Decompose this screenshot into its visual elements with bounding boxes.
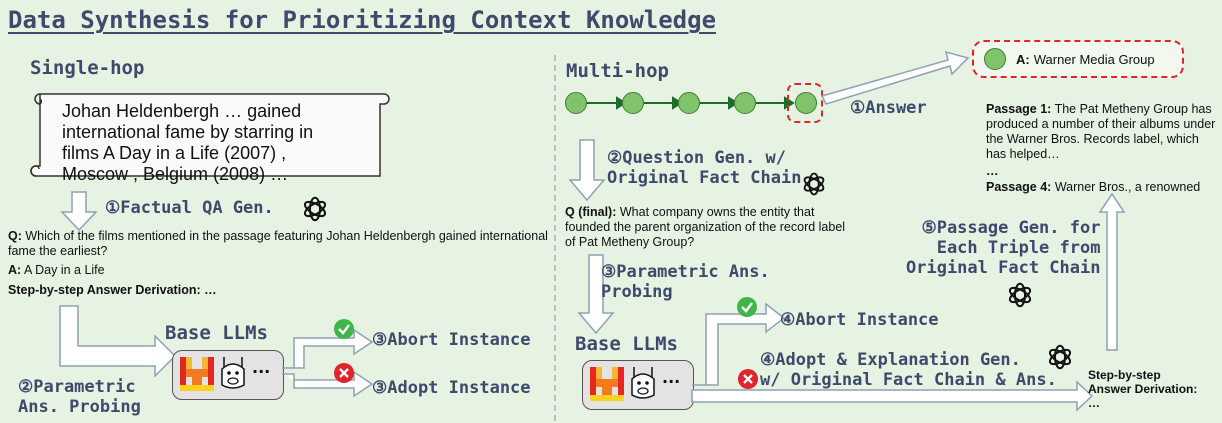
passage-4: Passage 4: Warner Bros., a renowned — [986, 180, 1222, 195]
parametric-ans-line2: Probing — [601, 282, 673, 302]
passage-gen-line3: Original Fact Chain — [906, 258, 1101, 278]
single-hop-adopt: ③Adopt Instance — [372, 378, 531, 398]
multi-hop-abort: ④Abort Instance — [780, 310, 939, 330]
answer-node — [984, 48, 1006, 70]
parametric-ans-probing-step: ③Parametric Ans. Probing — [601, 262, 770, 302]
final-question-text: What company owns the entity that founde… — [565, 205, 846, 249]
more-models-ellipsis: ··· — [252, 362, 271, 381]
passage-gen-line1: ⑤Passage Gen. for — [921, 218, 1101, 238]
multi-hop-derivation: Step-by-step Answer Derivation: … — [1088, 368, 1198, 410]
single-hop-abort: ③Abort Instance — [372, 330, 531, 350]
multi-hop-answer-box: A: Warner Media Group — [972, 40, 1184, 78]
single-hop-heading: Single-hop — [30, 57, 145, 79]
answer-label: A: — [8, 263, 22, 277]
fact-chain-links — [585, 96, 795, 110]
cross-icon — [334, 363, 354, 383]
page-title: Data Synthesis for Prioritizing Context … — [8, 6, 717, 34]
cross-icon — [738, 369, 758, 389]
adopt-explanation-step: ④Adopt & Explanation Gen. w/ Original Fa… — [760, 350, 1057, 390]
question-text: Which of the films mentioned in the pass… — [8, 229, 548, 258]
check-icon — [737, 297, 757, 317]
openai-logo-icon — [803, 172, 825, 196]
branch-arrow-icon — [282, 328, 374, 398]
single-hop-passage: Johan Heldenbergh … gained international… — [62, 101, 314, 184]
factual-qa-gen-step: ①Factual QA Gen. — [105, 198, 274, 218]
down-arrow-icon — [568, 139, 606, 202]
llama-icon — [221, 357, 245, 389]
check-icon — [334, 319, 354, 339]
parametric-probing-line1: ②Parametric — [18, 377, 136, 397]
down-arrow-icon — [60, 191, 98, 232]
parametric-ans-line1: ③Parametric Ans. — [601, 262, 770, 282]
chain-node — [622, 92, 644, 114]
passage-gen-line2: Each Triple from — [936, 238, 1101, 258]
single-hop-base-llms: Base LLMs — [165, 322, 268, 344]
openai-logo-icon — [303, 196, 327, 222]
chain-node — [734, 92, 756, 114]
multi-hop-heading: Multi-hop — [566, 60, 669, 82]
question-block: Q: Which of the films mentioned in the p… — [8, 229, 548, 259]
chain-node — [565, 92, 587, 114]
passage-gen-step: ⑤Passage Gen. for Each Triple from Origi… — [906, 218, 1100, 278]
down-arrow-icon — [577, 254, 615, 335]
openai-logo-icon — [1008, 282, 1032, 308]
answer-line: A: A Day in a Life — [8, 263, 105, 278]
adopt-explanation-line2: w/ Original Fact Chain & Ans. — [760, 370, 1057, 390]
model-logo-icon — [590, 367, 624, 401]
parametric-probing-line2: Ans. Probing — [18, 397, 141, 417]
chain-node-final — [795, 92, 817, 114]
answer-arrow-icon — [820, 50, 970, 105]
bent-arrow-icon — [59, 305, 177, 378]
final-question-label: Q (final): — [565, 205, 617, 219]
multi-hop-base-llms: Base LLMs — [575, 333, 678, 355]
llama-icon — [631, 367, 655, 399]
multi-hop-branch-arrows — [691, 302, 1094, 412]
chain-node — [678, 92, 700, 114]
passage-ellipsis: … — [986, 164, 999, 178]
question-gen-line1: ②Question Gen. w/ — [607, 148, 786, 168]
passage-4-label: Passage 4: — [986, 180, 1052, 194]
answer-step: ①Answer — [850, 98, 927, 118]
openai-logo-icon — [1048, 344, 1072, 370]
passage-1-label: Passage 1: — [986, 102, 1052, 116]
up-arrow-icon — [1098, 192, 1126, 351]
parametric-probing-step: ②Parametric Ans. Probing — [18, 377, 141, 417]
multi-hop-answer-label: A: — [1016, 51, 1030, 67]
question-label: Q: — [8, 229, 22, 243]
passage-scroll — [30, 93, 390, 177]
question-gen-line2: Original Fact Chain — [607, 168, 802, 188]
more-models-ellipsis: ··· — [662, 372, 681, 391]
passage-4-text: Warner Bros., a renowned — [1054, 180, 1201, 194]
answer-text: A Day in a Life — [24, 263, 105, 277]
passage-1-text: The Pat Metheny Group has produced a num… — [986, 102, 1216, 161]
adopt-explanation-line1: ④Adopt & Explanation Gen. — [760, 350, 1021, 370]
multi-hop-answer-text: Warner Media Group — [1033, 51, 1155, 67]
final-node-highlight — [787, 83, 823, 123]
final-question-block: Q (final): What company owns the entity … — [565, 205, 855, 250]
derivation-text: Step-by-step Answer Derivation: … — [8, 283, 217, 297]
question-gen-step: ②Question Gen. w/ Original Fact Chain — [607, 148, 801, 188]
passage-1: Passage 1: The Pat Metheny Group has pro… — [986, 102, 1218, 162]
model-logo-icon — [180, 357, 214, 391]
section-divider — [554, 55, 556, 423]
